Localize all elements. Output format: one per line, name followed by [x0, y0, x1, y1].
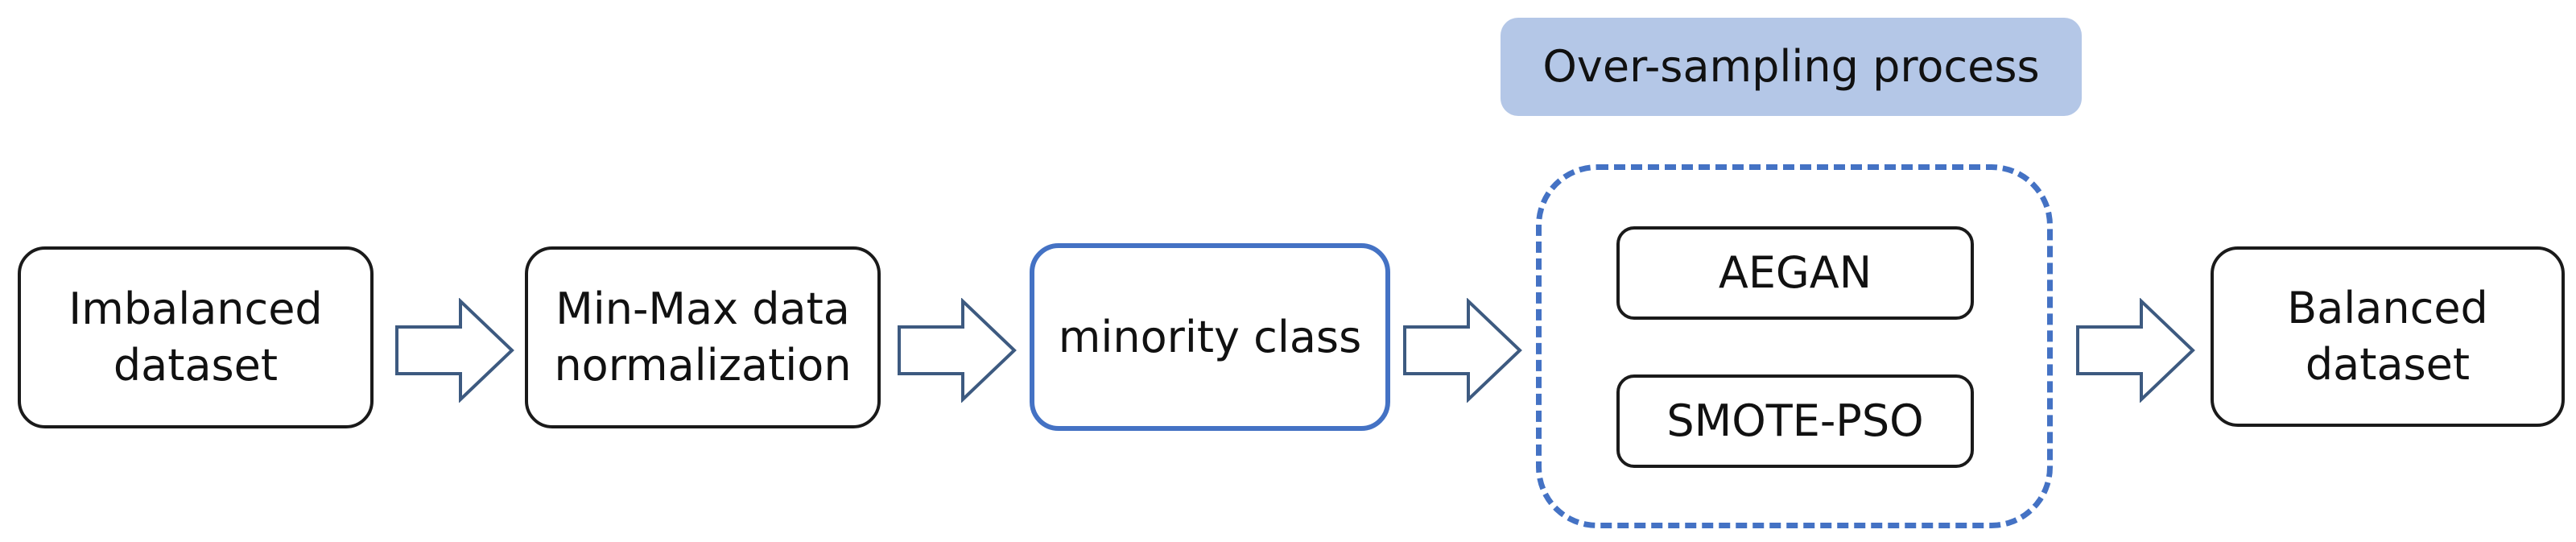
- oversampling-process-title: Over-sampling process: [1501, 18, 2082, 116]
- node-minority-class: minority class: [1030, 243, 1390, 431]
- flow-arrow-2: [898, 298, 1017, 403]
- node-normalization-label: Min-Max data normalization: [554, 283, 852, 391]
- node-minority-class-label: minority class: [1058, 311, 1362, 362]
- oversampling-process-group: [1536, 164, 2053, 528]
- node-imbalanced-dataset-label: Imbalanced dataset: [68, 283, 323, 391]
- node-smote-pso-label: SMOTE-PSO: [1666, 395, 1924, 446]
- node-normalization: Min-Max data normalization: [525, 246, 881, 428]
- flow-arrow-1: [395, 298, 514, 403]
- oversampling-process-title-label: Over-sampling process: [1542, 41, 2040, 92]
- node-smote-pso: SMOTE-PSO: [1616, 374, 1974, 468]
- flow-arrow-4: [2076, 298, 2195, 403]
- node-balanced-dataset-label: Balanced dataset: [2287, 283, 2488, 390]
- node-aegan: AEGAN: [1616, 226, 1974, 320]
- node-balanced-dataset: Balanced dataset: [2211, 246, 2565, 427]
- flow-arrow-3: [1403, 298, 1522, 403]
- node-imbalanced-dataset: Imbalanced dataset: [18, 246, 374, 428]
- node-aegan-label: AEGAN: [1718, 247, 1872, 298]
